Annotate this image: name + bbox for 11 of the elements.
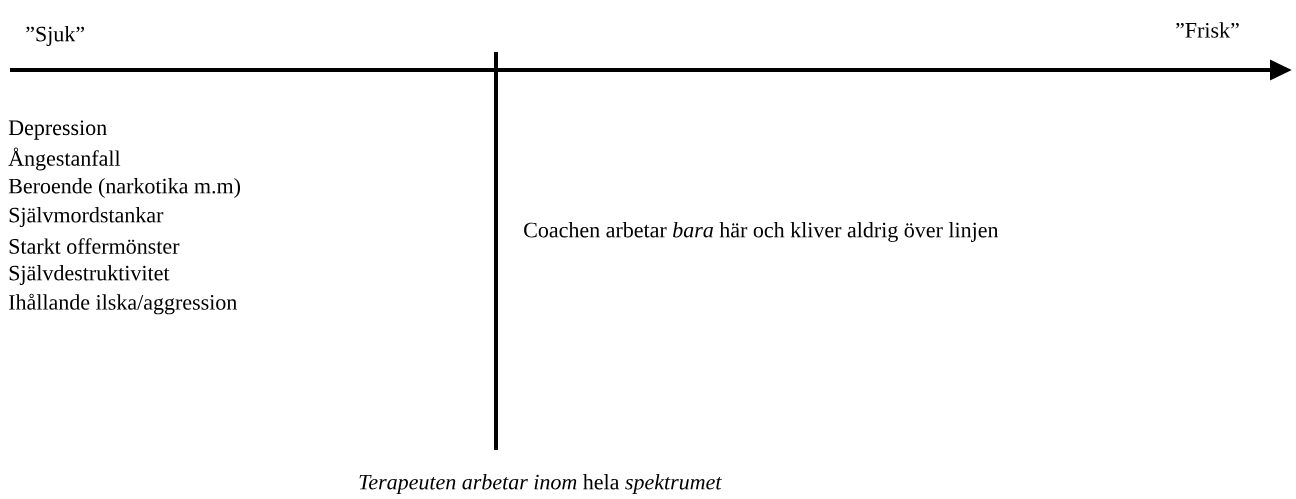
label-text: Självmordstankar — [9, 207, 164, 227]
label-text: Depression — [8, 120, 107, 140]
label-text: ”Sjuk” — [26, 26, 85, 46]
label-text: Självdestruktivitet — [9, 265, 170, 285]
label-text: Ångestanfall — [8, 147, 121, 171]
label-text: Coachen arbetar bara här och kliver aldrig över linjen — [524, 222, 999, 242]
label-text: ”Frisk” — [1175, 22, 1239, 38]
label-text: Ihållande ilska/aggression — [9, 293, 237, 315]
label-text: Starkt offermönster — [9, 238, 180, 254]
caption-text: Terapeuten arbetar inom hela spektrumet — [359, 474, 722, 494]
label-text: Beroende (narkotika m.m) — [8, 178, 241, 198]
